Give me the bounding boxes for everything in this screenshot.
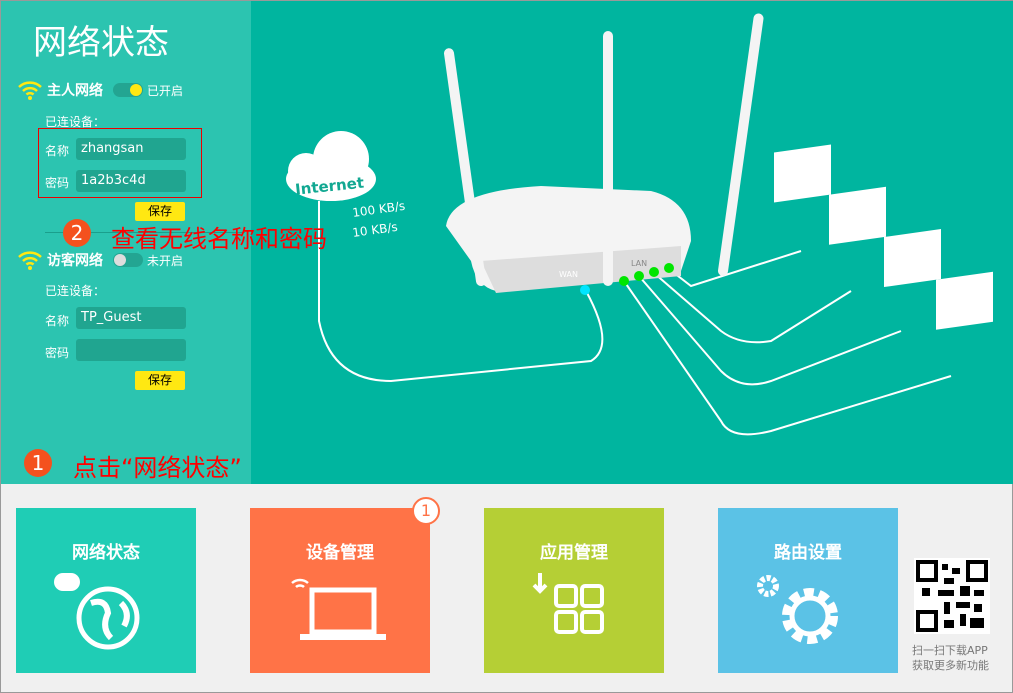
guest-connected-label: 已连设备： <box>45 284 106 298</box>
host-password-label: 密码 <box>45 176 70 190</box>
step2-annotation: 查看无线名称和密码 <box>111 225 327 253</box>
apps-grid-icon <box>532 573 604 634</box>
host-network-state: 已开启 <box>147 83 184 98</box>
globe-icon <box>54 573 140 650</box>
wan-label: WAN <box>559 270 578 279</box>
app-line2: 获取更多新功能 <box>912 659 989 672</box>
status-area: 网络状态 主人网络 已开启 已连设备： 名称 zhangsan 密码 1a2b3… <box>1 1 1013 484</box>
lan-label: LAN <box>631 259 647 268</box>
qr-code <box>914 558 990 634</box>
tile-app-management[interactable]: 应用管理 <box>484 508 664 673</box>
guest-ssid-input[interactable]: TP_Guest <box>76 307 186 329</box>
tile-label: 应用管理 <box>540 543 608 563</box>
host-name-label: 名称 <box>45 144 70 158</box>
guest-network-label: 访客网络 <box>47 253 103 269</box>
wifi-icon <box>18 251 42 270</box>
step1-annotation: 点击“网络状态” <box>73 454 242 482</box>
tile-label: 路由设置 <box>774 543 842 563</box>
guest-network-toggle[interactable] <box>113 253 143 267</box>
notification-badge: 1 <box>412 497 440 525</box>
host-network-header: 主人网络 已开启 <box>17 79 183 101</box>
upload-speed: 100 KB/s <box>351 199 406 220</box>
page-title: 网络状态 <box>33 23 169 63</box>
router-icon: WAN LAN <box>443 13 764 293</box>
host-connected-label: 已连设备： <box>45 115 106 129</box>
tile-label: 网络状态 <box>72 543 140 563</box>
client-device-icons <box>774 144 993 330</box>
selected-pointer <box>97 476 113 492</box>
laptop-icon <box>291 578 386 640</box>
guest-network-header: 访客网络 未开启 <box>17 249 183 271</box>
host-network-toggle[interactable] <box>113 83 143 97</box>
network-panel: 网络状态 主人网络 已开启 已连设备： 名称 zhangsan 密码 1a2b3… <box>1 1 251 484</box>
tile-label: 设备管理 <box>306 543 374 563</box>
wifi-icon <box>18 81 42 100</box>
network-diagram: Internet 100 KB/s 10 KB/s WAN LAN <box>286 13 993 436</box>
gear-icon <box>757 575 838 644</box>
guest-save-button[interactable]: 保存 <box>135 371 185 390</box>
host-network-label: 主人网络 <box>47 83 103 99</box>
guest-name-label: 名称 <box>45 314 70 328</box>
download-speed: 10 KB/s <box>351 220 398 240</box>
highlight-box <box>38 128 202 198</box>
host-save-button[interactable]: 保存 <box>135 202 185 221</box>
host-password-input[interactable]: 1a2b3c4d <box>76 170 186 192</box>
app-download-text: 扫一扫下载APP 获取更多新功能 <box>912 643 989 673</box>
guest-password-label: 密码 <box>45 346 70 360</box>
step2-badge: 2 <box>63 219 91 247</box>
divider <box>45 232 245 233</box>
tile-device-management[interactable]: 设备管理 <box>250 508 430 673</box>
step1-badge: 1 <box>24 449 52 477</box>
tile-network-status[interactable]: 网络状态 <box>16 508 196 673</box>
guest-network-state: 未开启 <box>147 253 184 268</box>
app-line1: 扫一扫下载APP <box>912 644 988 657</box>
cloud-icon <box>286 131 376 201</box>
guest-password-input[interactable] <box>76 339 186 361</box>
tile-router-settings[interactable]: 路由设置 <box>718 508 898 673</box>
host-ssid-input[interactable]: zhangsan <box>76 138 186 160</box>
